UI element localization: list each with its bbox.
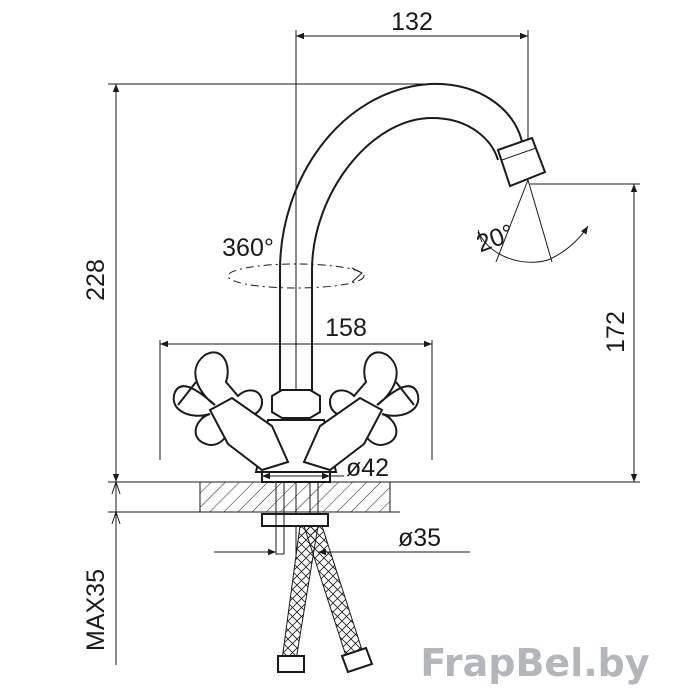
dim-max-countertop: MAX35 [82,481,124,665]
dim-base-diameter: ø42 [262,454,389,482]
dim-spout-reach-label: 132 [391,8,433,36]
dim-mount-diameter-label: ø35 [398,524,441,552]
dim-handle-span-label: 158 [325,314,367,342]
left-cross-handle [172,351,290,472]
watermark-text: FrapBel.by [420,641,650,685]
dim-mount-diameter: ø35 [214,524,470,556]
dim-outlet-height-label: 172 [602,311,630,353]
right-cross-handle [302,351,420,472]
mounting-nut [261,481,329,555]
dim-spout-reach: 132 [296,8,529,140]
countertop [108,481,640,513]
rotation-indicator [227,263,365,289]
dim-total-height-label: 228 [82,259,110,301]
supply-hoses [277,525,374,674]
dim-max-countertop-label: MAX35 [82,569,110,651]
dim-handle-span: 158 [159,314,433,460]
spout [279,82,547,392]
dim-outlet-height: 172 [530,183,640,482]
swivel-indicator [477,179,589,263]
dim-base-diameter-label: ø42 [346,454,389,482]
rotation-label: 360° [222,234,274,262]
dim-total-height: 228 [82,83,430,482]
aerator [496,136,547,188]
